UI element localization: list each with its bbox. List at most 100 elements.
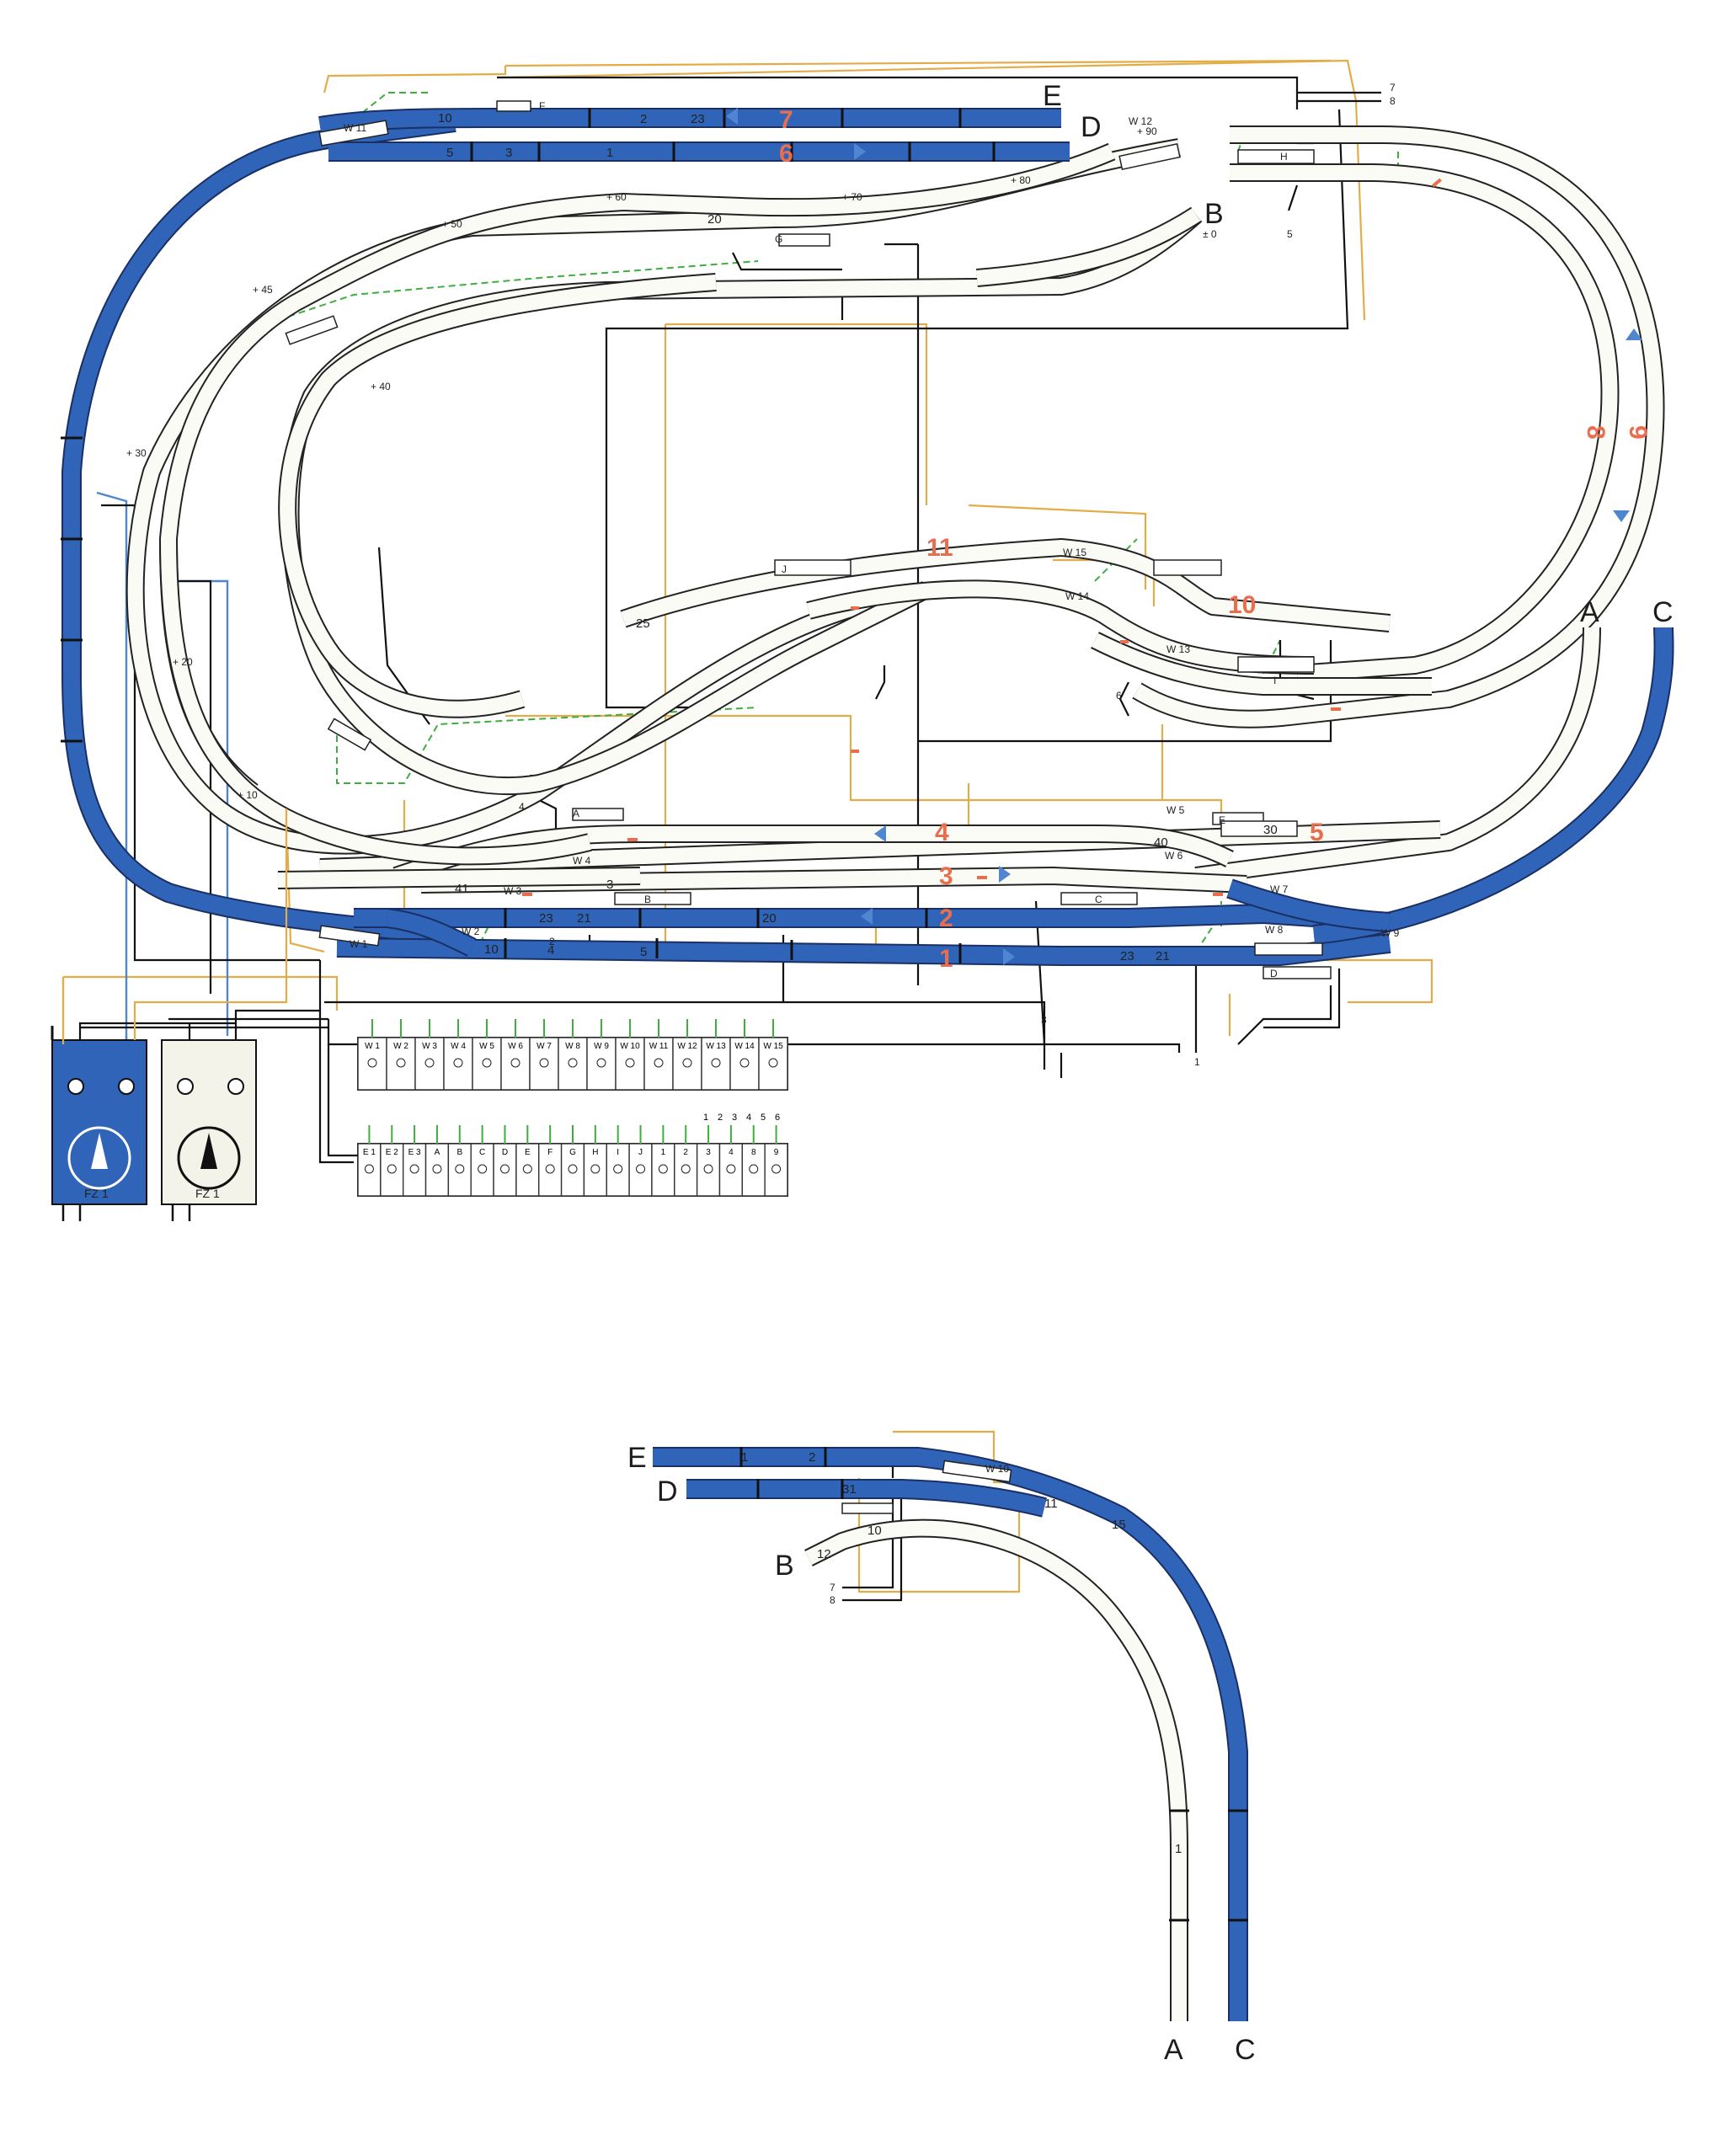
- panel-top-button-icon[interactable]: [482, 1058, 492, 1068]
- panel-top-cell-label: W 2: [393, 1042, 408, 1051]
- panel-bottom-button-icon[interactable]: [636, 1164, 646, 1174]
- turnout-W9: W 9: [1381, 927, 1400, 939]
- panel-bottom-button-icon[interactable]: [455, 1164, 465, 1174]
- seg-white-20: 20: [707, 212, 722, 227]
- panel-top-cell-label: W 5: [479, 1042, 494, 1051]
- panel-top-button-icon[interactable]: [739, 1058, 750, 1068]
- panel-top-button-icon[interactable]: [367, 1058, 377, 1068]
- seg-2-21: 21: [577, 911, 591, 926]
- panel-top-button-icon[interactable]: [539, 1058, 549, 1068]
- section-letters: A B C D E F G H I J: [539, 100, 1288, 979]
- turnout-boxes: [285, 100, 1332, 1514]
- panel-bottom-top-number: 5: [761, 1113, 766, 1123]
- panel-top-button-icon[interactable]: [768, 1058, 778, 1068]
- seg-bottom-1: 1: [741, 1450, 748, 1465]
- panel-bottom-button-icon[interactable]: [568, 1164, 578, 1174]
- seg-bottom-17: 11: [1044, 1497, 1058, 1511]
- panel-top-cell[interactable]: [643, 1037, 674, 1091]
- wire-number-3: 3: [1041, 1014, 1047, 1026]
- panel-bottom-button-icon[interactable]: [658, 1164, 668, 1174]
- section-H: H: [1280, 151, 1288, 163]
- panel-bottom-button-icon[interactable]: [703, 1164, 713, 1174]
- panel-top-button-icon[interactable]: [453, 1058, 463, 1068]
- panel-top-button-icon[interactable]: [424, 1058, 435, 1068]
- panel-bottom-button-icon[interactable]: [681, 1164, 691, 1174]
- panel-bottom-button-icon[interactable]: [387, 1164, 397, 1174]
- panel-bottom-button-icon[interactable]: [726, 1164, 736, 1174]
- terminal-E-top: E: [1043, 80, 1062, 112]
- panel-top-cell-label: W 7: [537, 1042, 552, 1051]
- panel-bottom-cell-label: G: [569, 1148, 576, 1157]
- seg-bottom-2: 2: [809, 1450, 815, 1465]
- seg-white-12: 12: [817, 1547, 831, 1561]
- height-40: + 40: [371, 381, 391, 392]
- panel-bottom-button-icon[interactable]: [771, 1164, 782, 1174]
- panel-bottom-button-icon[interactable]: [522, 1164, 532, 1174]
- seg-1-5: 5: [640, 945, 647, 959]
- panel-bottom-cell-label: D: [502, 1148, 508, 1157]
- height-90: + 90: [1137, 125, 1157, 137]
- section-F: F: [539, 100, 545, 112]
- wire-number-6: 6: [1116, 690, 1122, 702]
- panel-top-button-icon[interactable]: [596, 1058, 606, 1068]
- panel-bottom-button-icon[interactable]: [478, 1164, 488, 1174]
- seg-E-16: 10: [438, 111, 452, 125]
- panel-bottom-button-icon[interactable]: [590, 1164, 601, 1174]
- panel-top-cell-label: W 8: [565, 1042, 580, 1051]
- panel-top-button-icon[interactable]: [625, 1058, 635, 1068]
- section-I: I: [1273, 675, 1276, 686]
- panel-bottom-button-icon[interactable]: [409, 1164, 419, 1174]
- turnout-W8: W 8: [1265, 924, 1284, 936]
- panel-top-cell[interactable]: [558, 1037, 588, 1091]
- panel-bottom-cell-label: 3: [706, 1148, 711, 1157]
- panel-bottom-button-icon[interactable]: [364, 1164, 374, 1174]
- panel-top-cell-label: W 3: [422, 1042, 437, 1051]
- panel-top-button-icon[interactable]: [510, 1058, 521, 1068]
- turnout-W6: W 6: [1165, 850, 1183, 862]
- panel-top-button-icon[interactable]: [711, 1058, 721, 1068]
- height-50: + 50: [442, 218, 462, 230]
- height-10: + 10: [238, 789, 258, 801]
- panel-bottom-button-icon[interactable]: [499, 1164, 510, 1174]
- panel-top-button-icon[interactable]: [568, 1058, 578, 1068]
- segment-labels: 10 2 23 5 3 1 23 21 20 10 4 5 23 21 15 1…: [438, 111, 1278, 1856]
- height-45: + 45: [253, 284, 273, 296]
- panel-bottom-cell-label: J: [638, 1148, 643, 1157]
- panel-bottom-cell-label: E 3: [408, 1148, 421, 1157]
- track-number-2: 2: [939, 905, 953, 932]
- panel-bottom-top-number: 3: [732, 1113, 737, 1123]
- panel-bottom-cell-label: 4: [729, 1148, 734, 1157]
- panel-bottom-cell-label: B: [456, 1148, 462, 1157]
- panel-bottom-top-number: 6: [775, 1113, 780, 1123]
- seg-D-5: 5: [446, 146, 453, 160]
- panel-top-cell-label: W 9: [594, 1042, 609, 1051]
- panel-bottom-button-icon[interactable]: [432, 1164, 442, 1174]
- panel-bottom-cell-label: C: [479, 1148, 485, 1157]
- panel-bottom-button-icon[interactable]: [613, 1164, 623, 1174]
- seg-2-20: 20: [762, 911, 777, 926]
- panel-bottom-button-icon[interactable]: [545, 1164, 555, 1174]
- terminal-B-bottom: B: [775, 1550, 794, 1582]
- panel-bottom-cell-label: A: [435, 1148, 440, 1157]
- turnout-W11: W 11: [344, 122, 366, 134]
- panel-bottom-cell-label: 2: [683, 1148, 688, 1157]
- panel-bottom-cell-label: 1: [661, 1148, 666, 1157]
- wire-numbers: 7 8 5 6 4 2 3 1 7 8: [519, 82, 1396, 1606]
- panel-top-cell-label: W 11: [649, 1042, 669, 1051]
- panel-top-cell-label: W 10: [620, 1042, 640, 1051]
- panel-bottom-button-icon[interactable]: [749, 1164, 759, 1174]
- turnout-W5: W 5: [1166, 804, 1185, 816]
- height-60: + 60: [606, 191, 627, 203]
- panel-top-button-icon[interactable]: [654, 1058, 664, 1068]
- wire-number-2: 2: [549, 936, 555, 947]
- seg-white-41: 41: [455, 882, 469, 896]
- seg-1-4: 4: [547, 943, 554, 958]
- panel-top-button-icon[interactable]: [682, 1058, 692, 1068]
- panel-top-button-icon[interactable]: [396, 1058, 406, 1068]
- panel-bottom-top-number: 4: [746, 1113, 751, 1123]
- height-30: + 30: [126, 447, 147, 459]
- turnout-W1: W 1: [350, 938, 368, 950]
- seg-bottom-15: 15: [1112, 1518, 1126, 1532]
- turnout-W10: W 10: [985, 1463, 1009, 1475]
